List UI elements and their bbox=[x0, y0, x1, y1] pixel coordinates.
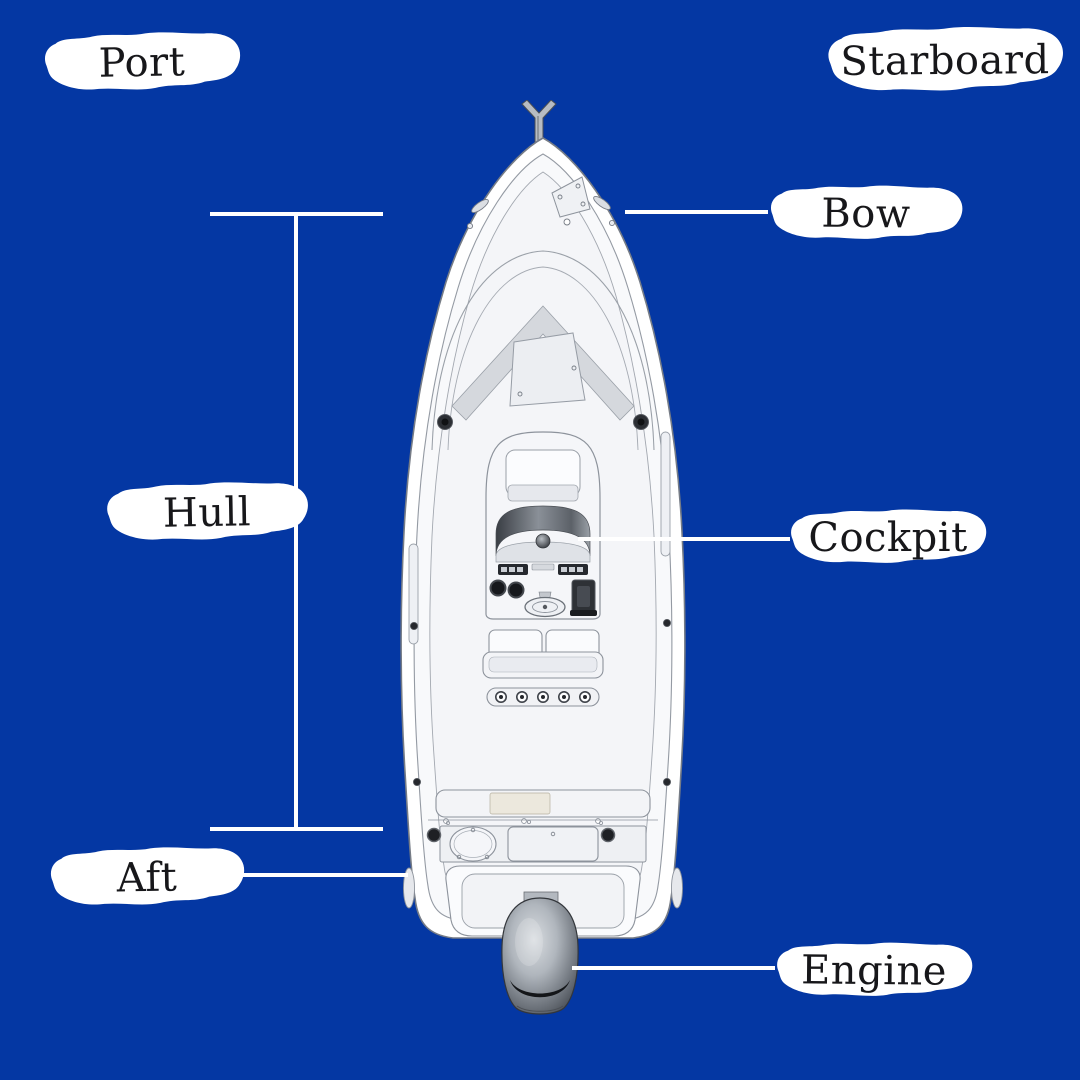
brush-stroke bbox=[44, 32, 241, 90]
boat-illustration bbox=[400, 100, 686, 1015]
label-hull-text: Hull bbox=[162, 489, 252, 537]
deck-hatch bbox=[509, 332, 586, 407]
label-engine: Engine bbox=[770, 937, 979, 1005]
cockpit-connector-line bbox=[578, 537, 790, 541]
brush-stroke bbox=[50, 847, 245, 905]
label-port: Port bbox=[37, 26, 246, 100]
console-seat bbox=[507, 484, 579, 502]
brush-stroke bbox=[770, 185, 963, 239]
label-cockpit-text: Cockpit bbox=[808, 515, 968, 561]
brush-stroke bbox=[828, 27, 1063, 91]
engine-cowling bbox=[501, 897, 579, 1015]
outboard-engine bbox=[501, 891, 579, 1015]
brush-stroke bbox=[777, 942, 973, 996]
rod-holders bbox=[495, 690, 592, 703]
helm-hub bbox=[535, 533, 551, 549]
step-chevron bbox=[451, 305, 635, 421]
trim-tab bbox=[671, 867, 683, 909]
label-bow-text: Bow bbox=[821, 190, 911, 238]
label-aft-text: Aft bbox=[116, 854, 178, 902]
bow-casting-deck bbox=[431, 250, 655, 451]
brush-stroke bbox=[107, 482, 308, 540]
brush-stroke bbox=[791, 509, 987, 563]
label-hull: Hull bbox=[99, 476, 314, 550]
transom-hatch-rect bbox=[507, 826, 599, 862]
engine-vent bbox=[510, 980, 570, 998]
helm-dash bbox=[495, 505, 591, 557]
label-cockpit: Cockpit bbox=[784, 505, 992, 571]
stern-bench bbox=[435, 789, 651, 824]
label-starboard: Starboard bbox=[820, 21, 1071, 101]
bow-connector-line bbox=[625, 210, 768, 214]
label-starboard-text: Starboard bbox=[840, 37, 1050, 85]
label-aft: Aft bbox=[43, 841, 250, 915]
center-console bbox=[485, 431, 601, 620]
gauge bbox=[507, 581, 525, 599]
label-bow: Bow bbox=[764, 180, 969, 248]
bow-cleats bbox=[466, 196, 616, 230]
transom-hatch-oval bbox=[449, 826, 497, 862]
anchor-hatch bbox=[551, 176, 591, 226]
hull-bracket-bottom bbox=[210, 827, 383, 831]
label-engine-text: Engine bbox=[800, 947, 948, 995]
leaning-post bbox=[482, 629, 604, 707]
trim-tab bbox=[403, 867, 415, 909]
aft-connector-line bbox=[243, 873, 408, 877]
gauge bbox=[489, 579, 507, 597]
engine-connector-line bbox=[572, 966, 775, 970]
label-port-text: Port bbox=[98, 39, 186, 87]
gunwale-details bbox=[408, 431, 671, 787]
